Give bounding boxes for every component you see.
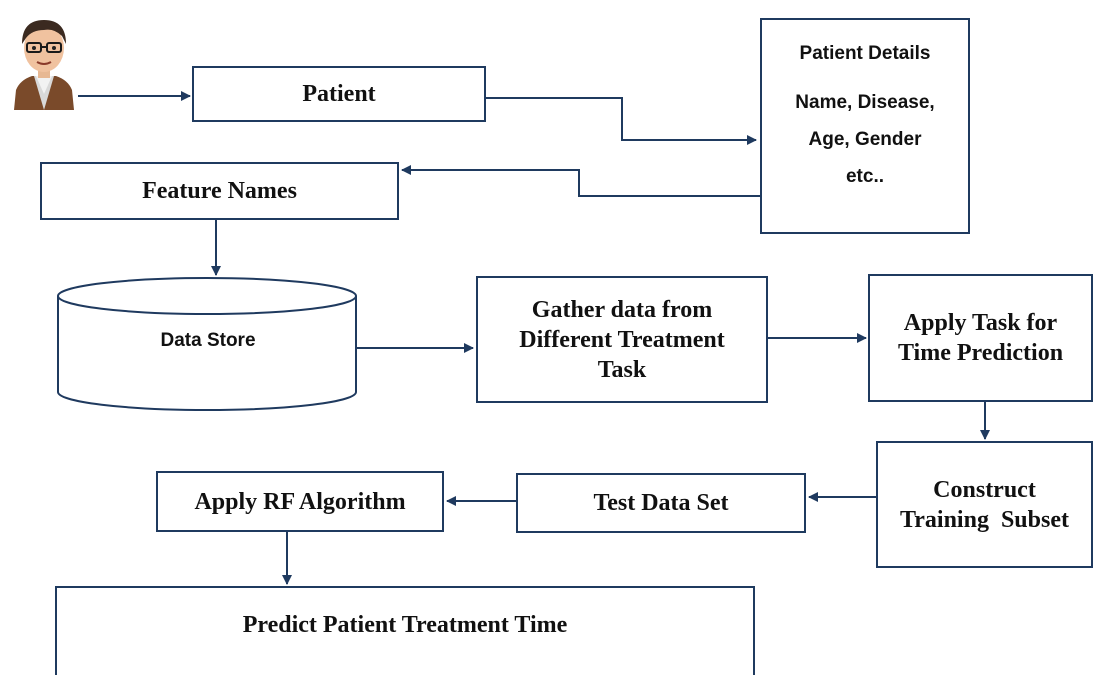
- gather-line-3: Task: [597, 356, 647, 383]
- gather-line-2: Different Treatment: [519, 326, 725, 353]
- apply-task-node: Apply Task for Time Prediction: [868, 274, 1093, 402]
- patient-label: Patient: [302, 81, 376, 107]
- feature-names-label: Feature Names: [142, 178, 297, 204]
- data-store-cylinder: [57, 277, 357, 411]
- apply-rf-label: Apply RF Algorithm: [194, 488, 406, 515]
- patient-node: Patient: [192, 66, 486, 122]
- construct-line-2: Training Subset: [900, 506, 1069, 533]
- apply-rf-node: Apply RF Algorithm: [156, 471, 444, 532]
- test-data-set-node: Test Data Set: [516, 473, 806, 533]
- patient-details-line-1: Name, Disease,: [795, 91, 935, 113]
- patient-details-line-3: etc..: [845, 165, 885, 187]
- gather-line-1: Gather data from: [531, 296, 713, 323]
- patient-details-node: Patient Details Name, Disease, Age, Gend…: [760, 18, 970, 234]
- patient-details-line-2: Age, Gender: [808, 128, 922, 150]
- construct-training-node: Construct Training Subset: [876, 441, 1093, 568]
- predict-label: Predict Patient Treatment Time: [242, 612, 568, 638]
- construct-line-1: Construct: [933, 476, 1036, 503]
- gather-data-node: Gather data from Different Treatment Tas…: [476, 276, 768, 403]
- feature-names-node: Feature Names: [40, 162, 399, 220]
- arrow-details-to-feature-names: [401, 165, 760, 197]
- apply-task-line-1: Apply Task for: [903, 310, 1058, 336]
- test-data-label: Test Data Set: [593, 490, 729, 516]
- arrow-patient-to-details: [486, 97, 757, 145]
- apply-task-line-2: Time Prediction: [897, 340, 1064, 366]
- data-store-label: Data Store: [160, 330, 256, 351]
- patient-details-title: Patient Details: [799, 43, 931, 64]
- user-avatar-icon: [10, 10, 78, 110]
- predict-time-node: Predict Patient Treatment Time: [55, 586, 755, 675]
